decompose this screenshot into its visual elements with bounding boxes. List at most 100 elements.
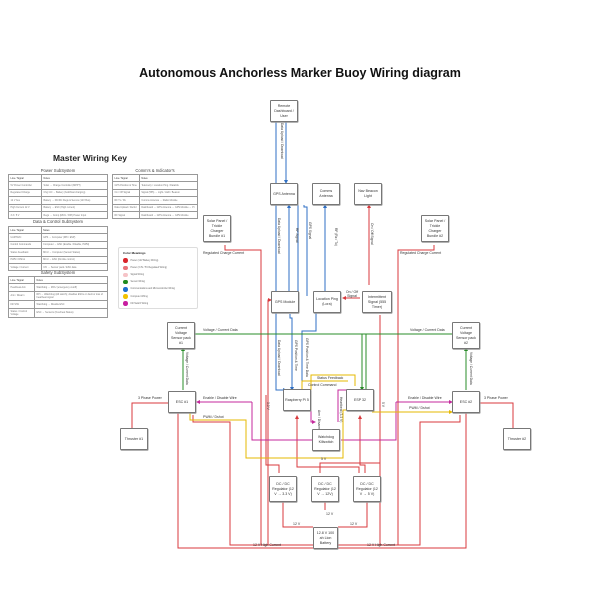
thruster-1-box[interactable]: Thruster #1: [120, 428, 148, 450]
wire-gps-rpi-1: [275, 310, 287, 392]
esp32-box[interactable]: ESP 32: [346, 389, 374, 411]
label-pwm-dshot-2: PWM / Dshot: [409, 406, 430, 410]
label-rf-rx-tx: RF (Rx / Tx): [334, 228, 338, 246]
regulator-12v-box[interactable]: DC / DC Regulator (12 V → 12V): [311, 476, 339, 502]
color-swatch-icon: [123, 294, 128, 299]
label-5v-esp: 5 V: [381, 402, 385, 407]
color-swatch-icon: [123, 287, 128, 292]
color-key-item: Computer Wiring: [123, 293, 197, 300]
solar-panel-1-box[interactable]: Solar Panel / Trickle Charger Bundle #1: [203, 215, 231, 242]
esc-1-box[interactable]: ESC #1: [168, 391, 196, 413]
location-ping-box[interactable]: Location Ping (Lora): [313, 291, 341, 313]
label-pwm-dshot-1: PWM / Dshot: [203, 415, 224, 419]
nav-beacon-box[interactable]: Nav Beacon Light: [354, 183, 382, 205]
regulator-5v-box[interactable]: DC / DC Regulator (12 V → 5 V): [353, 476, 381, 502]
gps-module-box[interactable]: GPS Module: [271, 291, 299, 313]
label-enable-disable-1: Enable / Disable Wire: [203, 396, 237, 400]
wire-bat-reg33: [281, 496, 313, 528]
label-on-off-signal-vertical: On / Off Signal: [370, 223, 374, 245]
label-gps-pos-time: GPS Position & Time: [294, 340, 298, 371]
sensor-pack-2-box[interactable]: Current Voltage Sensor pack #2: [452, 322, 480, 349]
wire-bat-reg5: [338, 496, 369, 528]
regulator-3v3-box[interactable]: DC / DC Regulator (12 V → 3.3 V): [269, 476, 297, 502]
label-voltage-current-2: Voltage / Current Data: [410, 328, 445, 332]
label-status-feedback: Status Feedback: [317, 376, 344, 380]
raspberry-pi-box[interactable]: Raspberry Pi 5: [283, 389, 311, 411]
gps-antenna-box[interactable]: GPS Antenna: [270, 183, 298, 205]
color-meanings-panel: Color Meanings Power (12V Battery Wiring…: [118, 247, 198, 309]
wire-hc-1: [177, 412, 313, 549]
solar-panel-2-box[interactable]: Solar Panel / Trickle Charger Bundle #2: [421, 215, 449, 242]
label-12v-a: 12 V: [293, 522, 301, 526]
color-swatch-icon: [123, 279, 128, 285]
esc-2-box[interactable]: ESC #2: [452, 391, 480, 413]
wire-gps-power: [267, 298, 272, 545]
label-enable-disable-2: Enable / Disable Wire: [408, 396, 442, 400]
comms-title: Comm's & Indicator's: [135, 168, 175, 173]
color-key-item: Communications and Microcontroller Wirin…: [123, 286, 197, 293]
label-5v: 5 V: [321, 457, 327, 461]
diagram-title: Autonomous Anchorless Marker Buoy Wiring…: [139, 66, 461, 80]
color-swatch-icon: [123, 258, 128, 263]
color-key-label: Sensor Wiring: [130, 281, 145, 284]
power-subsystem-title: Power SubSystem: [40, 168, 76, 173]
label-gps-signal: GPS Signal: [308, 222, 312, 240]
color-key-label: Signal Wiring: [130, 273, 145, 276]
data-subsystem-title: Data & Control SubSystem: [32, 219, 84, 224]
wire-gps-antenna-module-4: [303, 205, 308, 296]
intermittent-signal-box[interactable]: Intermittent Signal (555 Timer): [362, 291, 392, 313]
key-title: Master Wiring Key: [52, 153, 128, 163]
color-key-item: Power (3.3V / 5V Regulated Wiring): [123, 264, 197, 271]
color-key-label: Power (3.3V / 5V Regulated Wiring): [130, 266, 167, 269]
wire-kill-right: [341, 402, 397, 441]
color-swatch-icon: [123, 265, 128, 271]
label-data-upload-download: Data Upload / Download: [280, 123, 284, 159]
label-data-upload-download-2: Data Upload / Download: [277, 218, 281, 254]
wire-pwm-esc1: [189, 409, 350, 459]
color-key-item: Signal Wiring: [123, 271, 197, 278]
comms-antenna-box[interactable]: Comms Antenna: [312, 183, 340, 205]
sensor-pack-1-box[interactable]: Current Voltage Sensor pack #1: [167, 322, 195, 349]
color-key-label: Computer Wiring: [130, 295, 148, 298]
safety-subsystem-title: Safety SubSystem: [40, 270, 76, 275]
color-key-item: Sensor Wiring: [123, 279, 197, 286]
color-key-label: Kill Switch Wiring: [130, 302, 149, 305]
color-swatch-icon: [123, 301, 128, 306]
label-heartbeat: Heartbeat (3.3 V): [339, 397, 343, 423]
label-gps-pos-time-data: GPS Position & Time Data: [305, 338, 309, 377]
battery-box[interactable]: 12.8 V 100 ah Lion Battery: [313, 527, 338, 549]
watchdog-killswitch-box[interactable]: Watchdog Killswitch: [312, 429, 340, 451]
label-voltage-current-v1: Voltage / Current Data: [185, 352, 189, 385]
label-3-phase-power-2: 3 Phase Power: [484, 396, 508, 400]
label-rf-signal: RF Signal: [295, 228, 299, 243]
remote-dashboard-box[interactable]: Remote Dashboard / User: [270, 100, 298, 122]
color-key-label: Communications and Microcontroller Wirin…: [130, 288, 175, 291]
color-key-item: Kill Switch Wiring: [123, 300, 197, 307]
label-control-command: Control Command: [308, 383, 337, 387]
label-12v-high-current-2: 12 V High Current: [367, 543, 396, 547]
wire-reg5-rpi: [295, 415, 360, 473]
label-regulated-charge-2: Regulated Charge Current: [400, 251, 442, 255]
label-12v-b: 12 V: [326, 512, 334, 516]
wire-reg12-loop: [319, 462, 380, 473]
color-meanings-title: Color Meanings: [123, 251, 146, 255]
wire-hc-2: [338, 412, 467, 549]
wire-solar1-charge: [224, 245, 262, 545]
color-key-item: Power (12V Battery Wiring): [123, 257, 197, 264]
label-12v-high-current-1: 12 V High Current: [253, 543, 282, 547]
wire-3phase-1: [130, 402, 170, 433]
label-voltage-current-v2: Voltage / Current Data: [469, 352, 473, 385]
wire-kill-left: [251, 402, 312, 441]
thruster-2-box[interactable]: Thruster #2: [503, 428, 531, 450]
color-key-label: Power (12V Battery Wiring): [130, 259, 159, 262]
color-swatch-icon: [123, 272, 128, 278]
